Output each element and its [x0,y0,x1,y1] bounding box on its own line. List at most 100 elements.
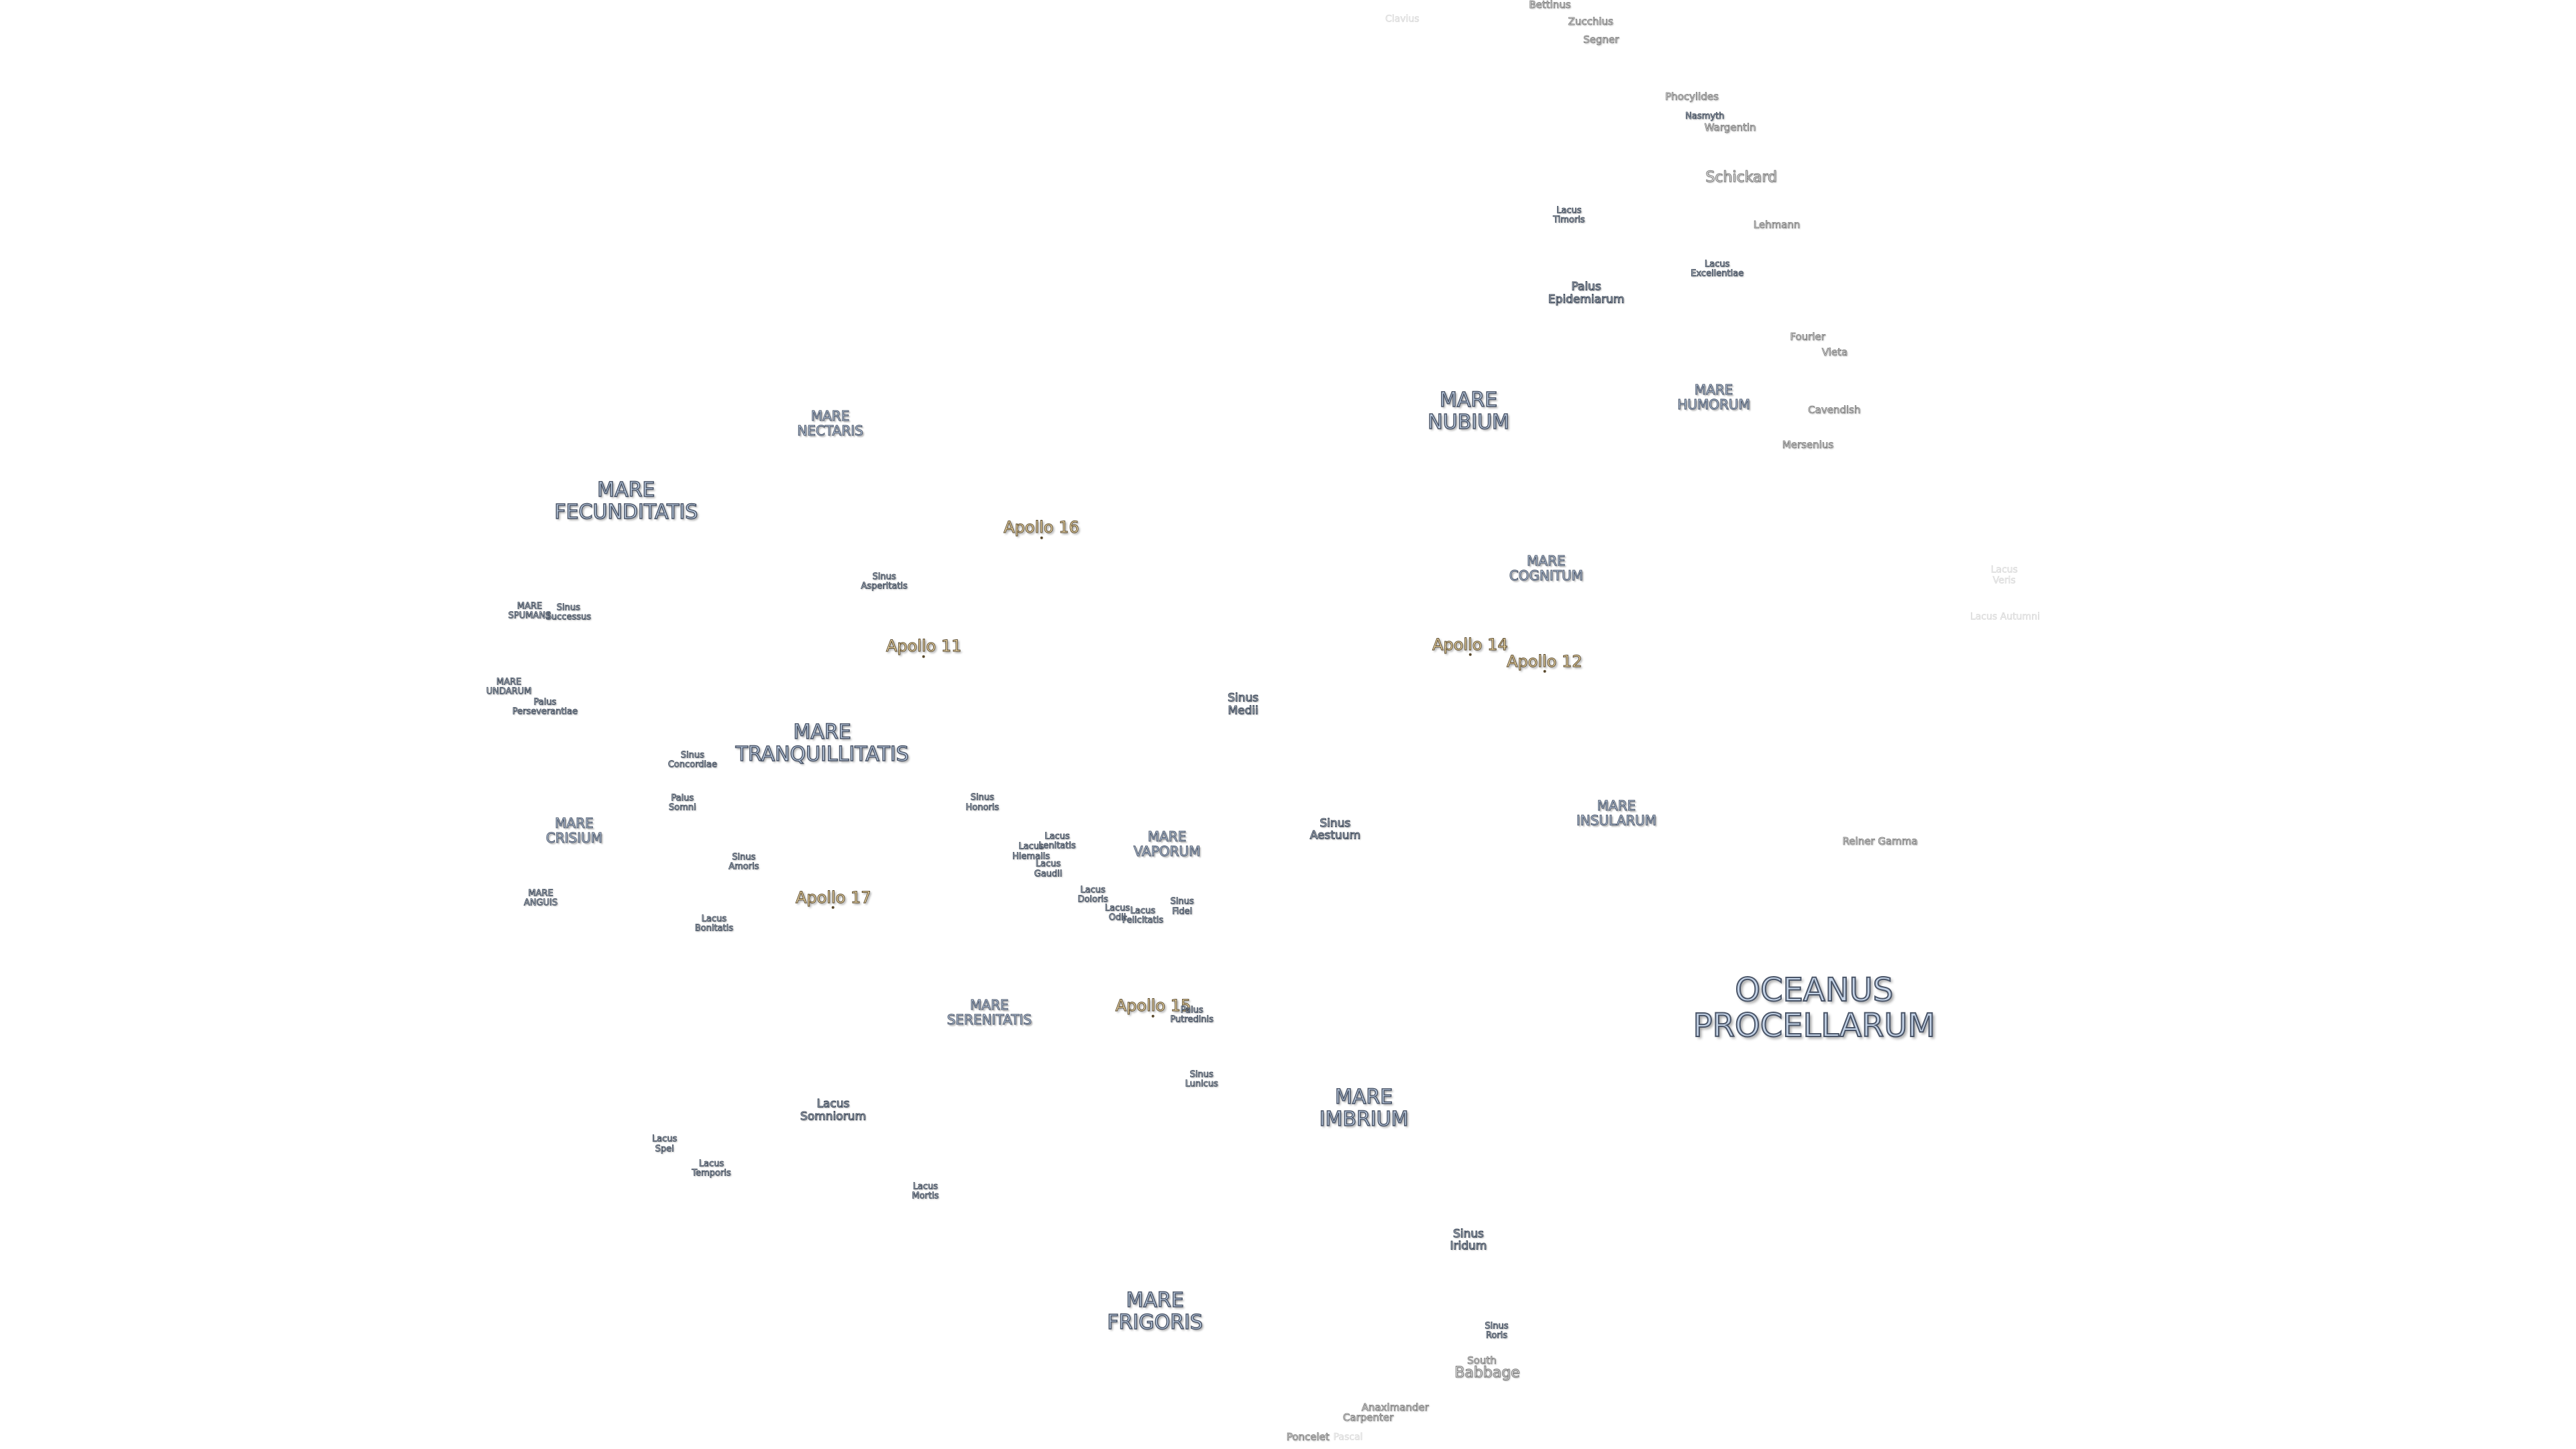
map-label-text: MARE HUMORUM [1677,381,1750,413]
map-label-mare-undarum[interactable]: MARE UNDARUM [486,677,531,697]
map-label-anaximander[interactable]: Anaximander [1361,1401,1429,1413]
map-label-text: Lacus Veris [1990,565,2018,586]
map-label-sinus-amoris[interactable]: Sinus Amoris [729,852,759,872]
map-label-palus-putredinis[interactable]: Palus Putredinis [1170,1006,1214,1026]
map-label-sinus-asperitatis[interactable]: Sinus Asperitatis [861,572,908,592]
map-label-palus-perseverantiae[interactable]: Palus Perseverantiae [512,697,578,717]
landing-site-marker-icon [1468,653,1472,657]
map-label-pascal[interactable]: Pascal [1333,1431,1363,1442]
map-label-mare-vaporum[interactable]: MARE VAPORUM [1133,828,1201,859]
map-label-mare-tranquillitatis[interactable]: MARE TRANQUILLITATIS [735,720,910,767]
map-label-text: Pascal [1333,1431,1363,1442]
map-label-wargentin[interactable]: Wargentin [1704,121,1756,133]
map-label-text: Lacus Odii [1104,903,1130,923]
map-label-text: MARE TRANQUILLITATIS [735,720,910,767]
map-label-apollo-15[interactable]: Apollo 15 [1115,996,1191,1018]
map-label-mare-anguis[interactable]: MARE ANGUIS [523,888,557,908]
map-label-mare-nectaris[interactable]: MARE NECTARIS [797,409,863,439]
map-label-lacus-lenitatis[interactable]: Lacus Lenitatis [1038,831,1076,851]
map-label-sinus-fidei[interactable]: Sinus Fidei [1170,897,1194,917]
map-label-mersenius[interactable]: Mersenius [1782,439,1833,450]
map-label-sinus-medii[interactable]: Sinus Medii [1228,692,1259,717]
map-label-text: MARE IMBRIUM [1319,1085,1409,1132]
map-label-text: Lacus Felicitatis [1122,906,1164,926]
map-label-cavendish[interactable]: Cavendish [1808,404,1861,415]
map-label-mare-imbrium[interactable]: MARE IMBRIUM [1319,1085,1409,1132]
map-label-bettinus[interactable]: Bettinus [1529,0,1571,10]
map-label-south[interactable]: South [1467,1354,1497,1366]
map-label-lacus-bonitatis[interactable]: Lacus Bonitatis [694,914,733,934]
map-label-text: Lacus Temporis [692,1159,731,1179]
map-label-mare-frigoris[interactable]: MARE FRIGORIS [1107,1289,1203,1334]
map-label-text: Sinus Successus [545,602,592,623]
map-label-text: MARE FECUNDITATIS [554,478,698,524]
map-label-oceanus-procellarum[interactable]: OCEANUS PROCELLARUM [1693,972,1936,1044]
map-label-lacus-autumni[interactable]: Lacus Autumni [1970,612,2041,623]
map-label-mare-crisium[interactable]: MARE CRISIUM [545,815,602,845]
map-label-lacus-temporis[interactable]: Lacus Temporis [692,1159,731,1179]
map-label-text: Vieta [1821,345,1848,358]
map-label-mare-serenitatis[interactable]: MARE SERENITATIS [947,998,1032,1028]
map-label-lacus-mortis[interactable]: Lacus Mortis [912,1181,939,1201]
map-label-lacus-timoris[interactable]: Lacus Timoris [1553,205,1585,225]
map-label-apollo-14[interactable]: Apollo 14 [1432,635,1508,657]
map-label-sinus-aestuum[interactable]: Sinus Aestuum [1309,816,1360,842]
map-label-sinus-successus[interactable]: Sinus Successus [545,602,592,623]
map-label-lacus-felicitatis[interactable]: Lacus Felicitatis [1122,906,1163,926]
map-label-mare-insularum[interactable]: MARE INSULARUM [1576,798,1656,828]
map-label-text: MARE NUBIUM [1428,388,1510,435]
map-label-lacus-excellentiae[interactable]: Lacus Excellentiae [1690,259,1744,280]
landing-site-marker-icon [1040,536,1043,539]
map-label-mare-cognitum[interactable]: MARE COGNITUM [1509,553,1583,583]
map-label-text: Apollo 12 [1507,651,1583,671]
map-label-apollo-17[interactable]: Apollo 17 [795,888,871,910]
map-label-segner[interactable]: Segner [1583,34,1619,45]
map-label-poncelet[interactable]: Poncelet [1286,1432,1330,1443]
map-label-apollo-16[interactable]: Apollo 16 [1004,518,1079,539]
map-label-text: Clavius [1385,13,1419,25]
map-label-lacus-hiemalis[interactable]: Lacus Hiemalis [1012,842,1051,862]
map-label-text: Lacus Bonitatis [694,914,733,934]
map-label-zucchius[interactable]: Zucchius [1568,15,1613,27]
map-label-sinus-concordiae[interactable]: Sinus Concordiae [667,750,717,771]
map-label-lacus-odii[interactable]: Lacus Odii [1104,903,1130,923]
map-label-schickard[interactable]: Schickard [1705,168,1778,186]
map-label-babbage[interactable]: Babbage [1454,1364,1520,1381]
map-label-lehmann[interactable]: Lehmann [1753,219,1800,231]
map-label-mare-fecunditatis[interactable]: MARE FECUNDITATIS [554,478,698,524]
map-label-reiner-gamma[interactable]: Reiner Gamma [1842,835,1918,847]
map-label-carpenter[interactable]: Carpenter [1342,1411,1393,1423]
map-label-text: Palus Epidemiarum [1548,280,1625,307]
map-label-mare-nubium[interactable]: MARE NUBIUM [1428,388,1510,435]
map-label-text: Schickard [1705,168,1778,186]
map-label-apollo-11[interactable]: Apollo 11 [885,637,962,658]
map-label-sinus-honoris[interactable]: Sinus Honoris [965,792,1000,813]
map-label-mare-humorum[interactable]: MARE HUMORUM [1677,382,1750,412]
map-label-lacus-somniorum[interactable]: Lacus Somniorum [800,1097,866,1123]
map-label-text: Sinus Honoris [965,792,1000,813]
map-label-text: Mersenius [1782,438,1834,451]
map-label-lacus-gaudii[interactable]: Lacus Gaudii [1034,859,1063,879]
map-label-nasmyth[interactable]: Nasmyth [1685,111,1725,121]
map-label-clavius[interactable]: Clavius [1385,13,1419,25]
landing-site-marker-icon [1152,1014,1155,1018]
map-label-text: MARE FRIGORIS [1107,1288,1203,1334]
map-label-lacus-veris[interactable]: Lacus Veris [1990,565,2018,586]
map-label-sinus-roris[interactable]: Sinus Roris [1485,1321,1509,1342]
map-label-text: Apollo 17 [795,888,871,907]
map-label-apollo-12[interactable]: Apollo 12 [1507,651,1583,673]
map-label-text: Apollo 15 [1115,996,1191,1015]
map-label-phocylides[interactable]: Phocylides [1665,91,1719,102]
map-label-text: Lacus Gaudii [1034,859,1063,879]
map-label-palus-epidemiarum[interactable]: Palus Epidemiarum [1548,280,1625,307]
map-label-sinus-lunicus[interactable]: Sinus Lunicus [1185,1069,1218,1089]
map-label-fourier[interactable]: Fourier [1790,331,1825,342]
map-label-mare-spumans[interactable]: MARE SPUMANS [508,602,551,622]
map-label-palus-somni[interactable]: Palus Somni [669,793,697,814]
map-label-vieta[interactable]: Vieta [1821,345,1848,358]
map-label-lacus-spei[interactable]: Lacus Spei [651,1134,678,1155]
map-label-sinus-iridum[interactable]: Sinus Iridum [1450,1227,1487,1252]
map-label-lacus-doloris[interactable]: Lacus Doloris [1077,885,1108,905]
map-label-text: Lacus Spei [651,1134,678,1155]
